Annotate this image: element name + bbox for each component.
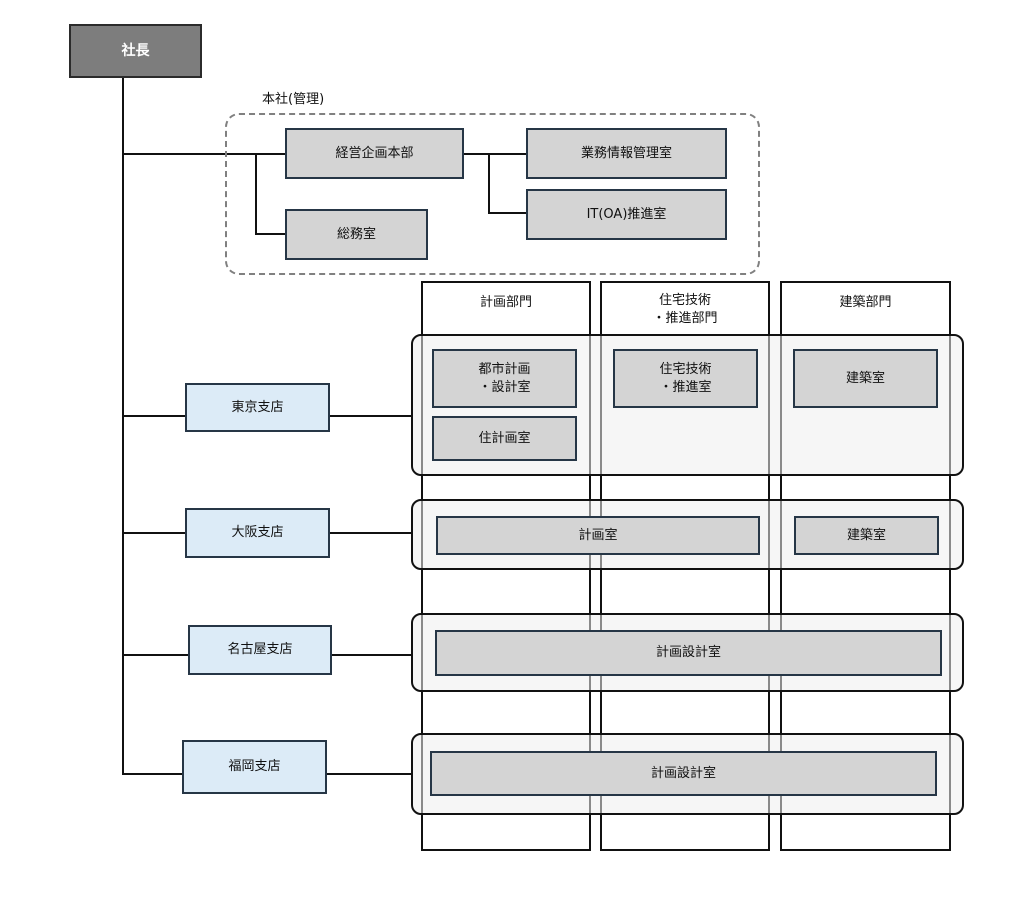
tokyo-left-connector — [122, 415, 186, 417]
it-oa-box: IT(OA)推進室 — [526, 189, 727, 240]
branch-tokyo: 東京支店 — [185, 383, 330, 432]
president-box: 社長 — [69, 24, 202, 78]
nagoya-planning-design-box: 計画設計室 — [435, 630, 942, 676]
general-affairs-box: 総務室 — [285, 209, 428, 260]
division-header-architecture: 建築部門 — [839, 295, 892, 310]
branch-osaka: 大阪支店 — [185, 508, 330, 558]
osaka-architecture-box: 建築室 — [794, 516, 939, 555]
hq-group — [225, 113, 760, 275]
hq-label: 本社(管理) — [262, 92, 325, 107]
tokyo-architecture-box: 建築室 — [793, 349, 938, 408]
hq-branch-vertical — [255, 153, 257, 235]
fukuoka-planning-design-box: 計画設計室 — [430, 751, 937, 796]
it-oa-connector — [488, 212, 527, 214]
tokyo-urban-planning-box: 都市計画 ・設計室 — [432, 349, 577, 408]
business-vertical — [488, 153, 490, 214]
general-affairs-connector — [255, 233, 286, 235]
osaka-planning-box: 計画室 — [436, 516, 760, 555]
planning-to-business-connector — [463, 153, 527, 155]
tokyo-housing-tech-box: 住宅技術 ・推進室 — [613, 349, 758, 408]
management-planning-box: 経営企画本部 — [285, 128, 464, 179]
fukuoka-left-connector — [122, 773, 183, 775]
fukuoka-right-connector — [326, 773, 412, 775]
tokyo-housing-planning-box: 住計画室 — [432, 416, 577, 461]
hq-connector — [122, 153, 286, 155]
trunk-line — [122, 77, 124, 775]
tokyo-right-connector — [328, 415, 412, 417]
division-header-housing-tech: 住宅技術 ・推進部門 — [652, 293, 718, 326]
nagoya-left-connector — [122, 654, 189, 656]
business-info-box: 業務情報管理室 — [526, 128, 727, 179]
branch-nagoya: 名古屋支店 — [188, 625, 332, 675]
osaka-right-connector — [328, 532, 412, 534]
nagoya-right-connector — [330, 654, 412, 656]
osaka-left-connector — [122, 532, 186, 534]
branch-fukuoka: 福岡支店 — [182, 740, 327, 794]
division-header-planning: 計画部門 — [479, 295, 532, 310]
